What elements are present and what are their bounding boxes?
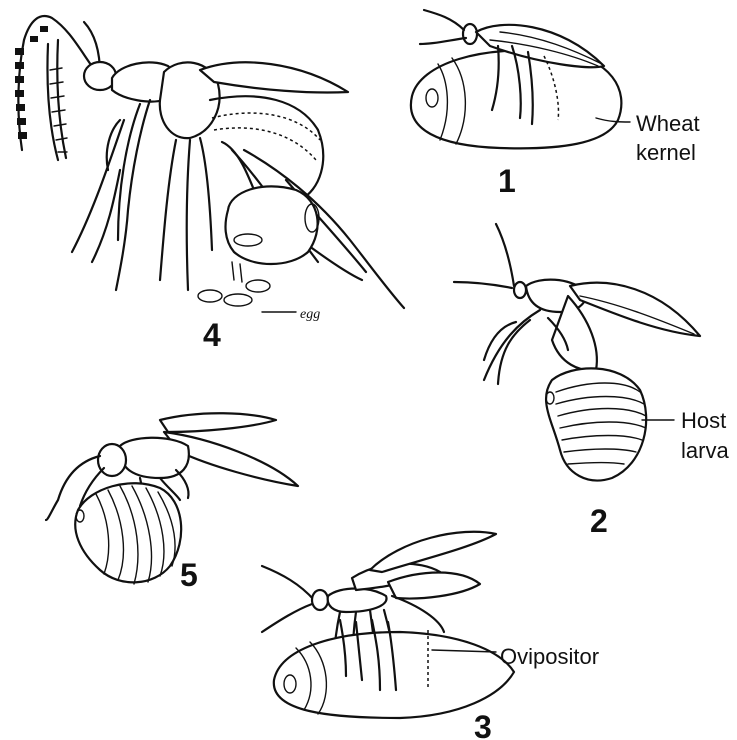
panel-number-3: 3 [474,709,492,740]
panel-number-2: 2 [590,503,608,539]
panel-5-drawing [46,413,298,584]
panel-number-4: 4 [203,317,221,353]
panel-number-5: 5 [180,557,198,593]
host-larva-label-line1: Host [681,408,726,433]
panel-number-1: 1 [498,163,516,199]
host-larva-label-line2: larva [681,438,729,463]
panel-2-drawing [454,224,700,480]
panel-3-drawing [262,532,514,718]
panel-1-drawing [411,10,630,148]
egg-label: egg [300,307,320,322]
wheat-kernel-label-line1: Wheat [636,111,700,136]
wheat-kernel-label-line2: kernel [636,140,696,165]
panel-4-closeup-drawing [15,16,404,312]
ovipositor-label: Ovipositor [500,644,599,669]
